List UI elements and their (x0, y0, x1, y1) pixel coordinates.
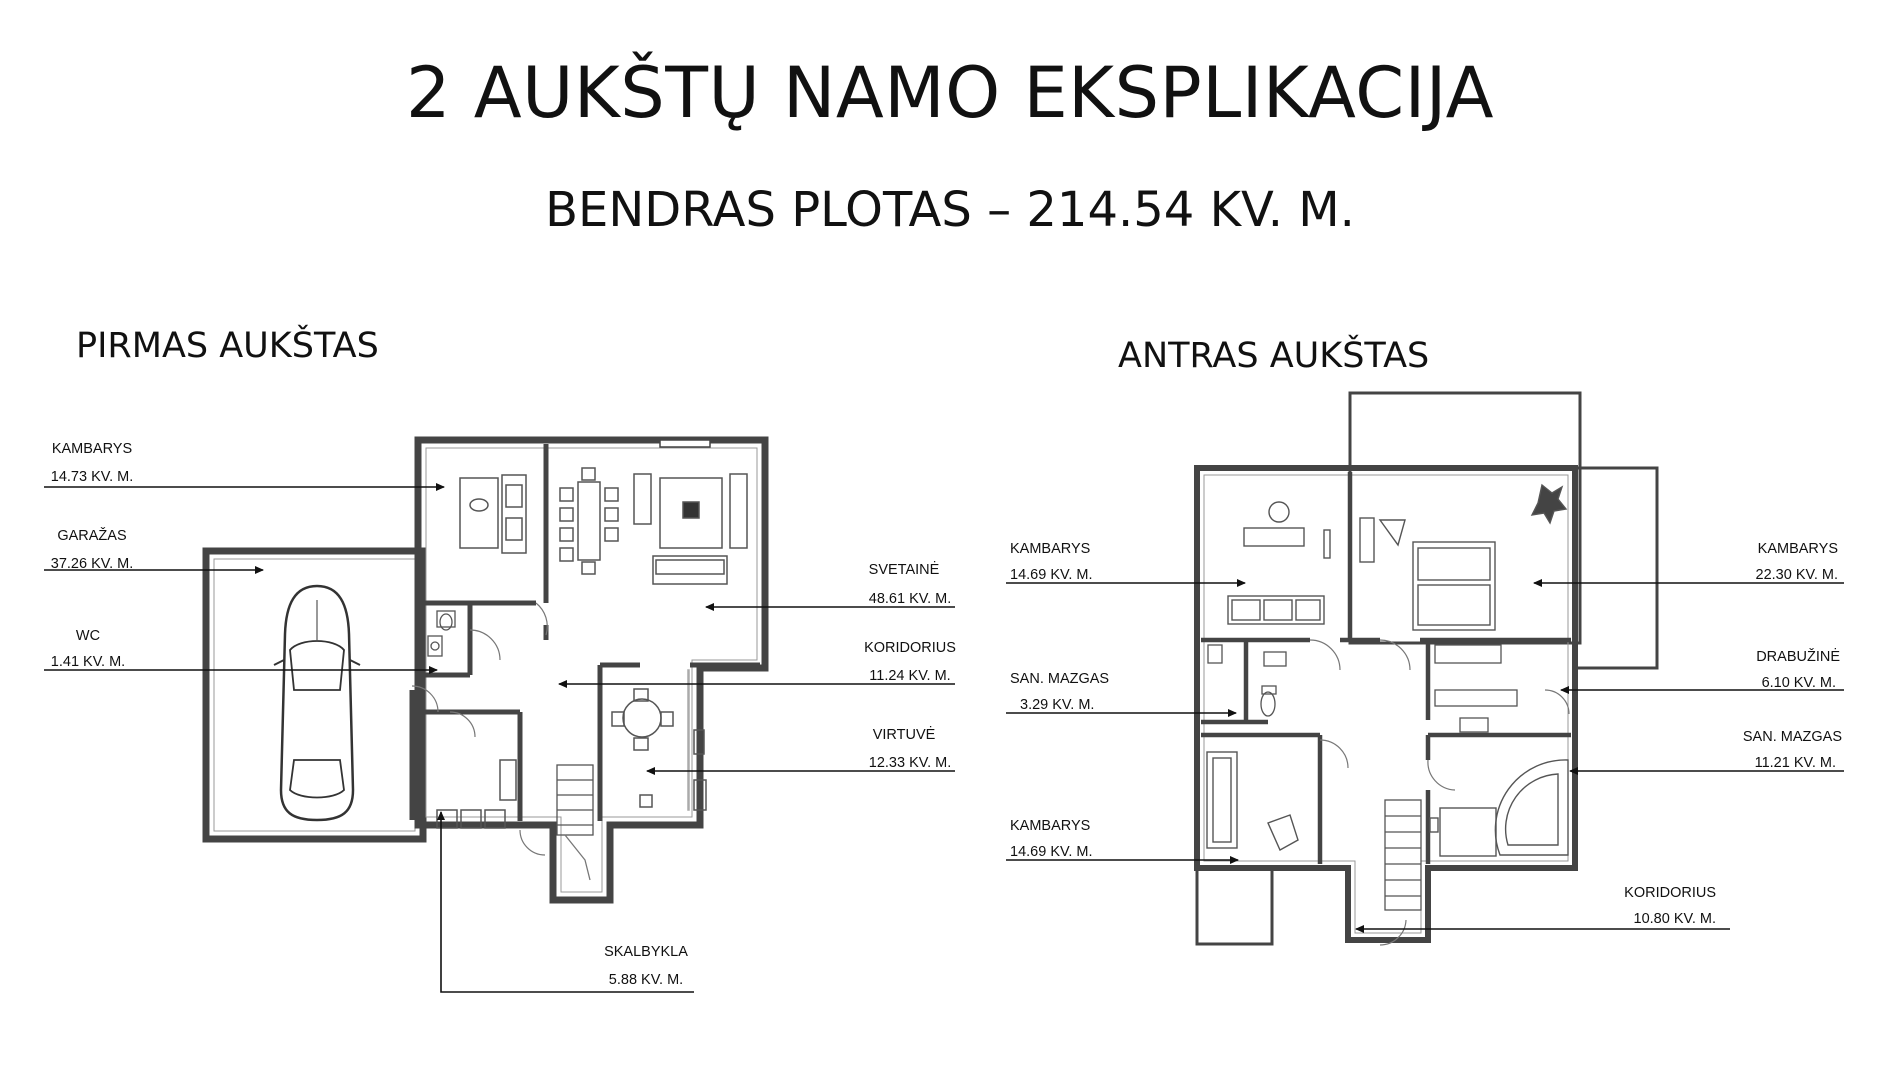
room-label-area: 14.69 KV. M. (1010, 844, 1093, 860)
laundry-fixtures (436, 759, 517, 829)
floor-1-stairs (556, 764, 594, 881)
terrace-right (1573, 466, 1659, 670)
room-label-name: SVETAINĖ (869, 560, 940, 578)
room-label-name: SKALBYKLA (604, 944, 688, 960)
living-room-furniture (633, 473, 748, 585)
room-label-name: SAN. MAZGAS (1010, 671, 1109, 687)
room-label-area: 11.24 KV. M. (869, 668, 950, 684)
room-label-area: 37.26 KV. M. (51, 556, 134, 572)
room-label-name: KORIDORIUS (1624, 885, 1716, 901)
wc-fixtures (427, 610, 456, 657)
floor-1-title: PIRMAS AUKŠTAS (76, 326, 379, 366)
room-label-area: 11.21 KV. M. (1755, 755, 1836, 771)
room-label-area: 5.88 KV. M. (609, 972, 683, 988)
room-label-name: KAMBARYS (1010, 541, 1090, 557)
floor-2-stairs (1384, 799, 1422, 911)
room-label-name: WC (76, 628, 100, 644)
room-label-name: VIRTUVĖ (873, 725, 936, 743)
room-label-area: 6.10 KV. M. (1762, 675, 1836, 691)
floor-2-doors (1309, 639, 1570, 946)
floor-1-interior-walls (409, 444, 760, 821)
bedroom-2-1-furniture (1227, 501, 1331, 625)
room-label-area: 22.30 KV. M. (1756, 567, 1839, 583)
floor-2-leaders (1006, 579, 1844, 933)
room-label-name: KAMBARYS (52, 441, 132, 457)
room-label-name: KORIDORIUS (864, 640, 956, 656)
main-title: 2 AUKŠTŲ NAMO EKSPLIKACIJA (405, 52, 1495, 134)
room-label-name: KAMBARYS (1758, 541, 1838, 557)
garage-walls (202, 547, 427, 843)
wardrobe-furniture (1434, 644, 1518, 733)
room-label-area: 14.73 KV. M. (51, 469, 134, 485)
room-label-name: DRABUŽINĖ (1756, 647, 1840, 665)
dining-table-icon (559, 467, 619, 575)
room-label-area: 10.80 KV. M. (1634, 911, 1717, 927)
subtitle-total-area: BENDRAS PLOTAS – 214.54 KV. M. (545, 182, 1355, 238)
room-label-name: GARAŽAS (57, 527, 126, 544)
balcony (1348, 391, 1582, 645)
room-label-name: SAN. MAZGAS (1743, 729, 1842, 745)
room-label-area: 12.33 KV. M. (869, 755, 952, 771)
car-icon (273, 584, 361, 822)
floor-1-doors (411, 602, 548, 856)
master-bedroom-furniture (1359, 483, 1568, 631)
floor-1-labels: KAMBARYS 14.73 KV. M. GARAŽAS 37.26 KV. … (51, 441, 956, 988)
floor-2-title: ANTRAS AUKŠTAS (1118, 336, 1430, 376)
bathroom-large-fixtures (1429, 759, 1569, 857)
room-label-area: 48.61 KV. M. (869, 591, 952, 607)
window (659, 439, 711, 448)
floor-1-plan (202, 436, 769, 904)
floor-2-labels: KAMBARYS 14.69 KV. M. SAN. MAZGAS 3.29 K… (1010, 541, 1842, 927)
bedroom-furniture (459, 474, 527, 554)
floor-2-outer-walls (1194, 465, 1578, 943)
floor-2-plan (1194, 391, 1659, 946)
floor-1-leaders (44, 483, 955, 993)
floor-2-interior-walls (1201, 472, 1571, 864)
room-label-area: 1.41 KV. M. (51, 654, 125, 670)
bedroom-2-3-furniture (1206, 751, 1299, 851)
room-label-area: 14.69 KV. M. (1010, 567, 1093, 583)
room-label-name: KAMBARYS (1010, 818, 1090, 834)
bathroom-small-fixtures (1207, 644, 1287, 717)
room-label-area: 3.29 KV. M. (1020, 697, 1094, 713)
terrace-bottom-left (1195, 866, 1274, 946)
kitchen-fixtures (611, 669, 707, 811)
